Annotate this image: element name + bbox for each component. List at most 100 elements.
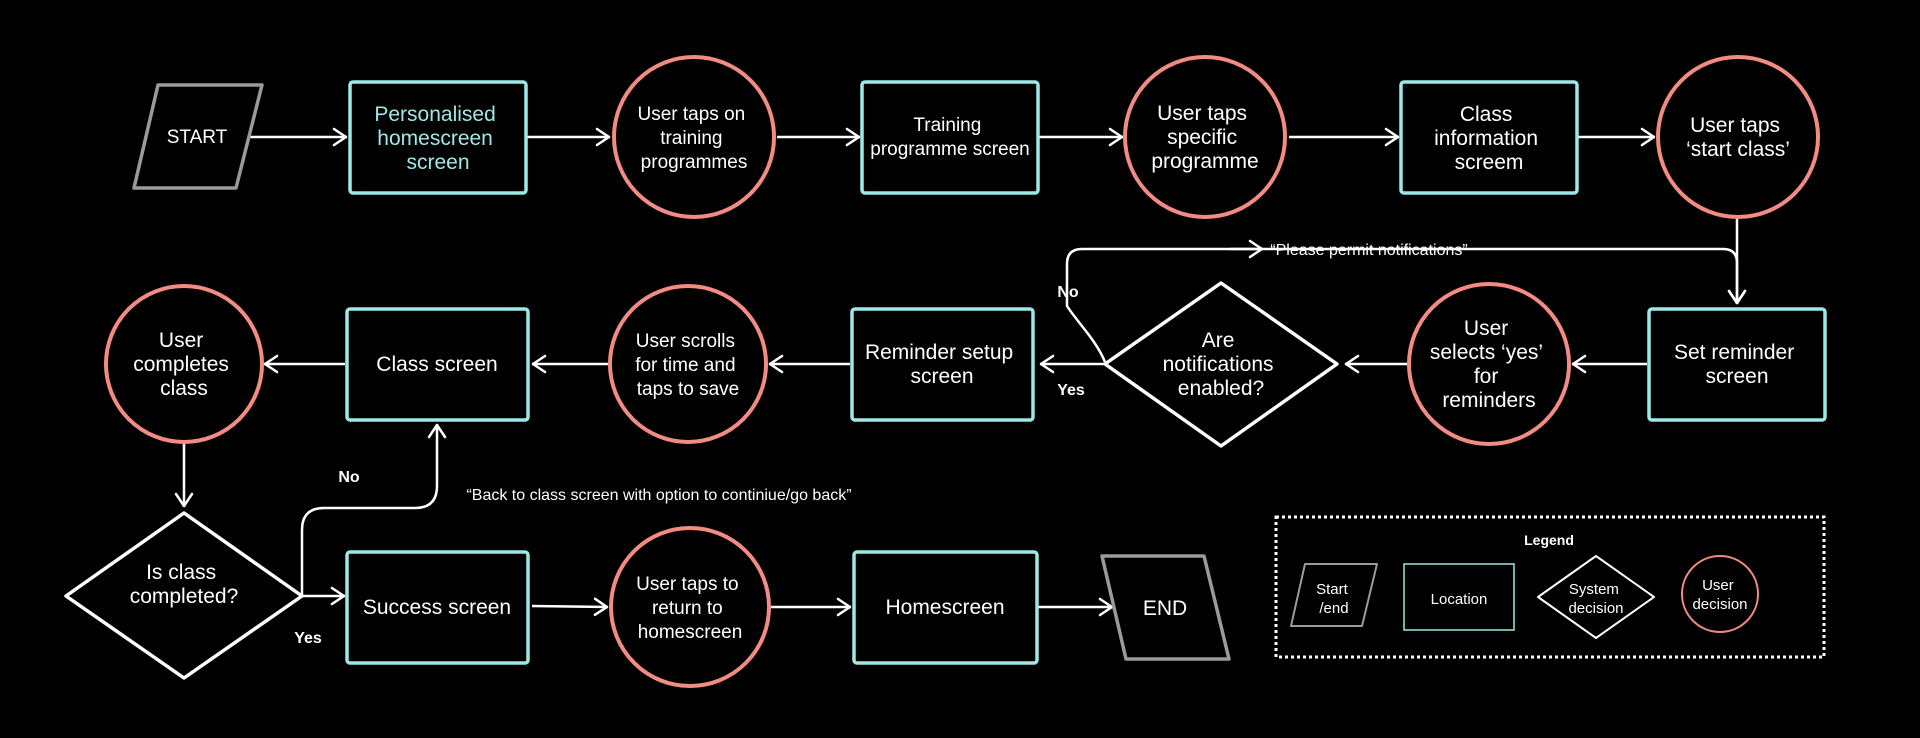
user-taps-specific-line-3: programme: [1151, 150, 1258, 173]
node-user-taps-return: User taps to return to homescreen: [609, 526, 771, 688]
notifications-enabled-line-3: enabled?: [1178, 377, 1264, 400]
svg-text:User taps specific: User taps specific programme: [1151, 102, 1258, 173]
legend-start-end-line-1: Start: [1316, 581, 1349, 598]
user-taps-return-line-1: User taps to: [636, 574, 738, 595]
user-selects-yes-line-3: for: [1474, 365, 1499, 388]
user-decision-shape: [1656, 55, 1820, 219]
legend-location-label: Location: [1431, 591, 1488, 608]
personalised-homescreen-line-3: screen: [406, 151, 469, 174]
user-taps-specific-line-2: specific: [1167, 126, 1237, 149]
svg-text:User taps to return to: User taps to return to homescreen: [636, 574, 744, 643]
legend-user-decision-line-2: decision: [1692, 596, 1747, 613]
class-information-line-1: Class: [1460, 103, 1513, 126]
user-taps-return-line-2: return to: [652, 598, 723, 619]
set-reminder-line-2: screen: [1705, 365, 1768, 388]
svg-text:User taps ‘start class’: User taps ‘start class’: [1686, 114, 1790, 161]
start-label: START: [167, 127, 228, 148]
svg-text:Homescreen: Homescreen: [885, 596, 1004, 619]
location-shape: [1399, 80, 1579, 195]
svg-text:System decision: System decision: [1568, 581, 1623, 617]
edge-is-completed-no-to-class-screen: [300, 423, 447, 595]
legend: Legend Start /end Location System decisi…: [1274, 515, 1826, 659]
legend-start-end-shape: [1290, 563, 1378, 627]
system-decision-shape: [64, 511, 304, 680]
user-decision-shape: [104, 284, 264, 444]
legend-start-end-line-2: /end: [1319, 600, 1348, 617]
location-shape: [1647, 307, 1827, 422]
user-decision-shape: [612, 55, 776, 219]
svg-text:END: END: [1143, 597, 1187, 620]
node-user-taps-specific: User taps specific programme: [1123, 55, 1287, 219]
user-scrolls-line-3: taps to save: [637, 379, 739, 400]
user-taps-return-line-3: homescreen: [638, 622, 743, 643]
user-selects-yes-line-4: reminders: [1442, 389, 1535, 412]
svg-text:START: START: [167, 127, 228, 148]
node-reminder-setup-screen: Reminder setup screen: [850, 307, 1035, 422]
svg-text:User taps on training: User taps on training programmes: [637, 104, 750, 173]
svg-text:Reminder setup screen: Reminder setup screen: [865, 341, 1019, 388]
legend-system-decision-shape: [1537, 555, 1655, 639]
user-decision-shape: [1407, 282, 1571, 446]
svg-text:User scrolls for time an: User scrolls for time and taps to save: [635, 331, 741, 400]
reminder-setup-line-2: screen: [910, 365, 973, 388]
legend-user-decision-line-1: User: [1702, 577, 1734, 594]
user-decision-shape: [609, 526, 771, 688]
node-user-scrolls: User scrolls for time and taps to save: [608, 284, 768, 444]
notifications-yes-label: Yes: [1057, 382, 1085, 399]
svg-text:Start /end: Start /end: [1316, 581, 1352, 617]
user-taps-start-class-line-2: ‘start class’: [1686, 138, 1790, 161]
legend-border: [1274, 515, 1826, 659]
svg-text:Class screen: Class screen: [376, 353, 497, 376]
legend-system-decision-line-2: decision: [1568, 600, 1623, 617]
location-shape: [850, 307, 1035, 422]
personalised-homescreen-line-2: homescreen: [377, 127, 493, 150]
node-user-selects-yes: User selects ‘yes’ for reminders: [1407, 282, 1571, 446]
start-end-shape: [1100, 554, 1231, 661]
notifications-enabled-line-2: notifications: [1163, 353, 1274, 376]
class-screen-label: Class screen: [376, 353, 497, 376]
svg-text:Success screen: Success screen: [363, 596, 511, 619]
svg-text:User selects ‘yes’: User selects ‘yes’ for reminders: [1430, 317, 1548, 412]
homescreen-label: Homescreen: [885, 596, 1004, 619]
training-programme-screen-line-1: Training: [913, 115, 981, 136]
svg-text:Class information: Class information screem: [1434, 103, 1544, 174]
svg-text:Training programme scree: Training programme screen: [870, 115, 1029, 160]
system-decision-shape: [1103, 281, 1339, 448]
user-taps-training-line-1: User taps on: [637, 104, 745, 125]
svg-text:Personalised homescreen: Personalised homescreen screen: [374, 103, 501, 174]
training-programme-screen-line-2: programme screen: [870, 139, 1029, 160]
end-label: END: [1143, 597, 1187, 620]
is-class-completed-line-2: completed?: [130, 585, 239, 608]
svg-text:Are notifications: Are notifications enabled?: [1163, 329, 1280, 400]
node-notifications-enabled: Are notifications enabled?: [1103, 281, 1339, 448]
user-scrolls-line-2: for time and: [635, 355, 735, 376]
user-taps-specific-line-1: User taps: [1157, 102, 1247, 125]
node-class-information-screem: Class information screem: [1399, 80, 1579, 195]
svg-text:Location: Location: [1431, 591, 1488, 608]
back-to-class-label: “Back to class screen with option to con…: [466, 487, 851, 504]
location-shape: [348, 80, 528, 195]
notifications-no-label: No: [1057, 284, 1079, 301]
user-selects-yes-line-1: User: [1464, 317, 1508, 340]
edges: [174, 127, 1747, 617]
personalised-homescreen-line-1: Personalised: [374, 103, 495, 126]
legend-title: Legend: [1524, 532, 1574, 548]
completed-yes-label: Yes: [294, 630, 322, 647]
edge-success-to-taps-return: [531, 597, 609, 617]
start-end-shape: [132, 83, 264, 190]
legend-system-decision-line-1: System: [1569, 581, 1619, 598]
node-class-screen: Class screen: [345, 307, 530, 422]
notifications-enabled-line-1: Are: [1202, 329, 1235, 352]
user-taps-training-line-3: programmes: [641, 152, 748, 173]
legend-location-shape: [1403, 563, 1515, 631]
user-decision-shape: [608, 284, 768, 444]
class-information-line-3: screem: [1455, 151, 1524, 174]
permit-notifications-label: “Please permit notifications”: [1270, 242, 1467, 259]
edge-notifications-no-to-set-reminder: [1065, 247, 1747, 363]
success-screen-label: Success screen: [363, 596, 511, 619]
user-decision-shape: [1123, 55, 1287, 219]
node-is-class-completed: Is class completed?: [64, 511, 304, 680]
is-class-completed-line-1: Is class: [146, 561, 216, 584]
node-start: START: [132, 83, 264, 190]
